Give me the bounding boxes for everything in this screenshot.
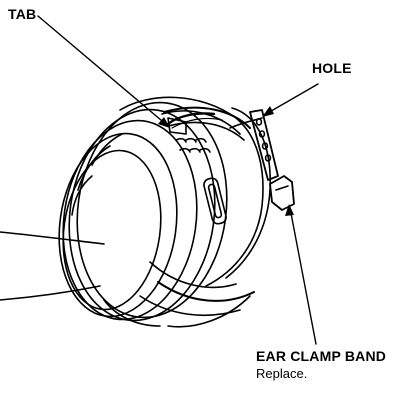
band-shading: [166, 112, 223, 129]
hole-label: HOLE: [312, 60, 352, 76]
ear-clamp-band-note: Replace.: [256, 366, 308, 381]
band-free-end: [229, 109, 279, 181]
drive-shaft: [0, 231, 105, 301]
joint-housing: [119, 96, 271, 328]
ear-clamp-band-label: EAR CLAMP BAND: [256, 348, 387, 364]
tab-label: TAB: [8, 6, 37, 22]
leader-arrowheads: [158, 106, 294, 216]
clamp-tab: [167, 117, 227, 225]
boot-bellows: [58, 101, 228, 327]
leader-lines: [37, 15, 319, 345]
clamp-ear: [269, 175, 295, 211]
